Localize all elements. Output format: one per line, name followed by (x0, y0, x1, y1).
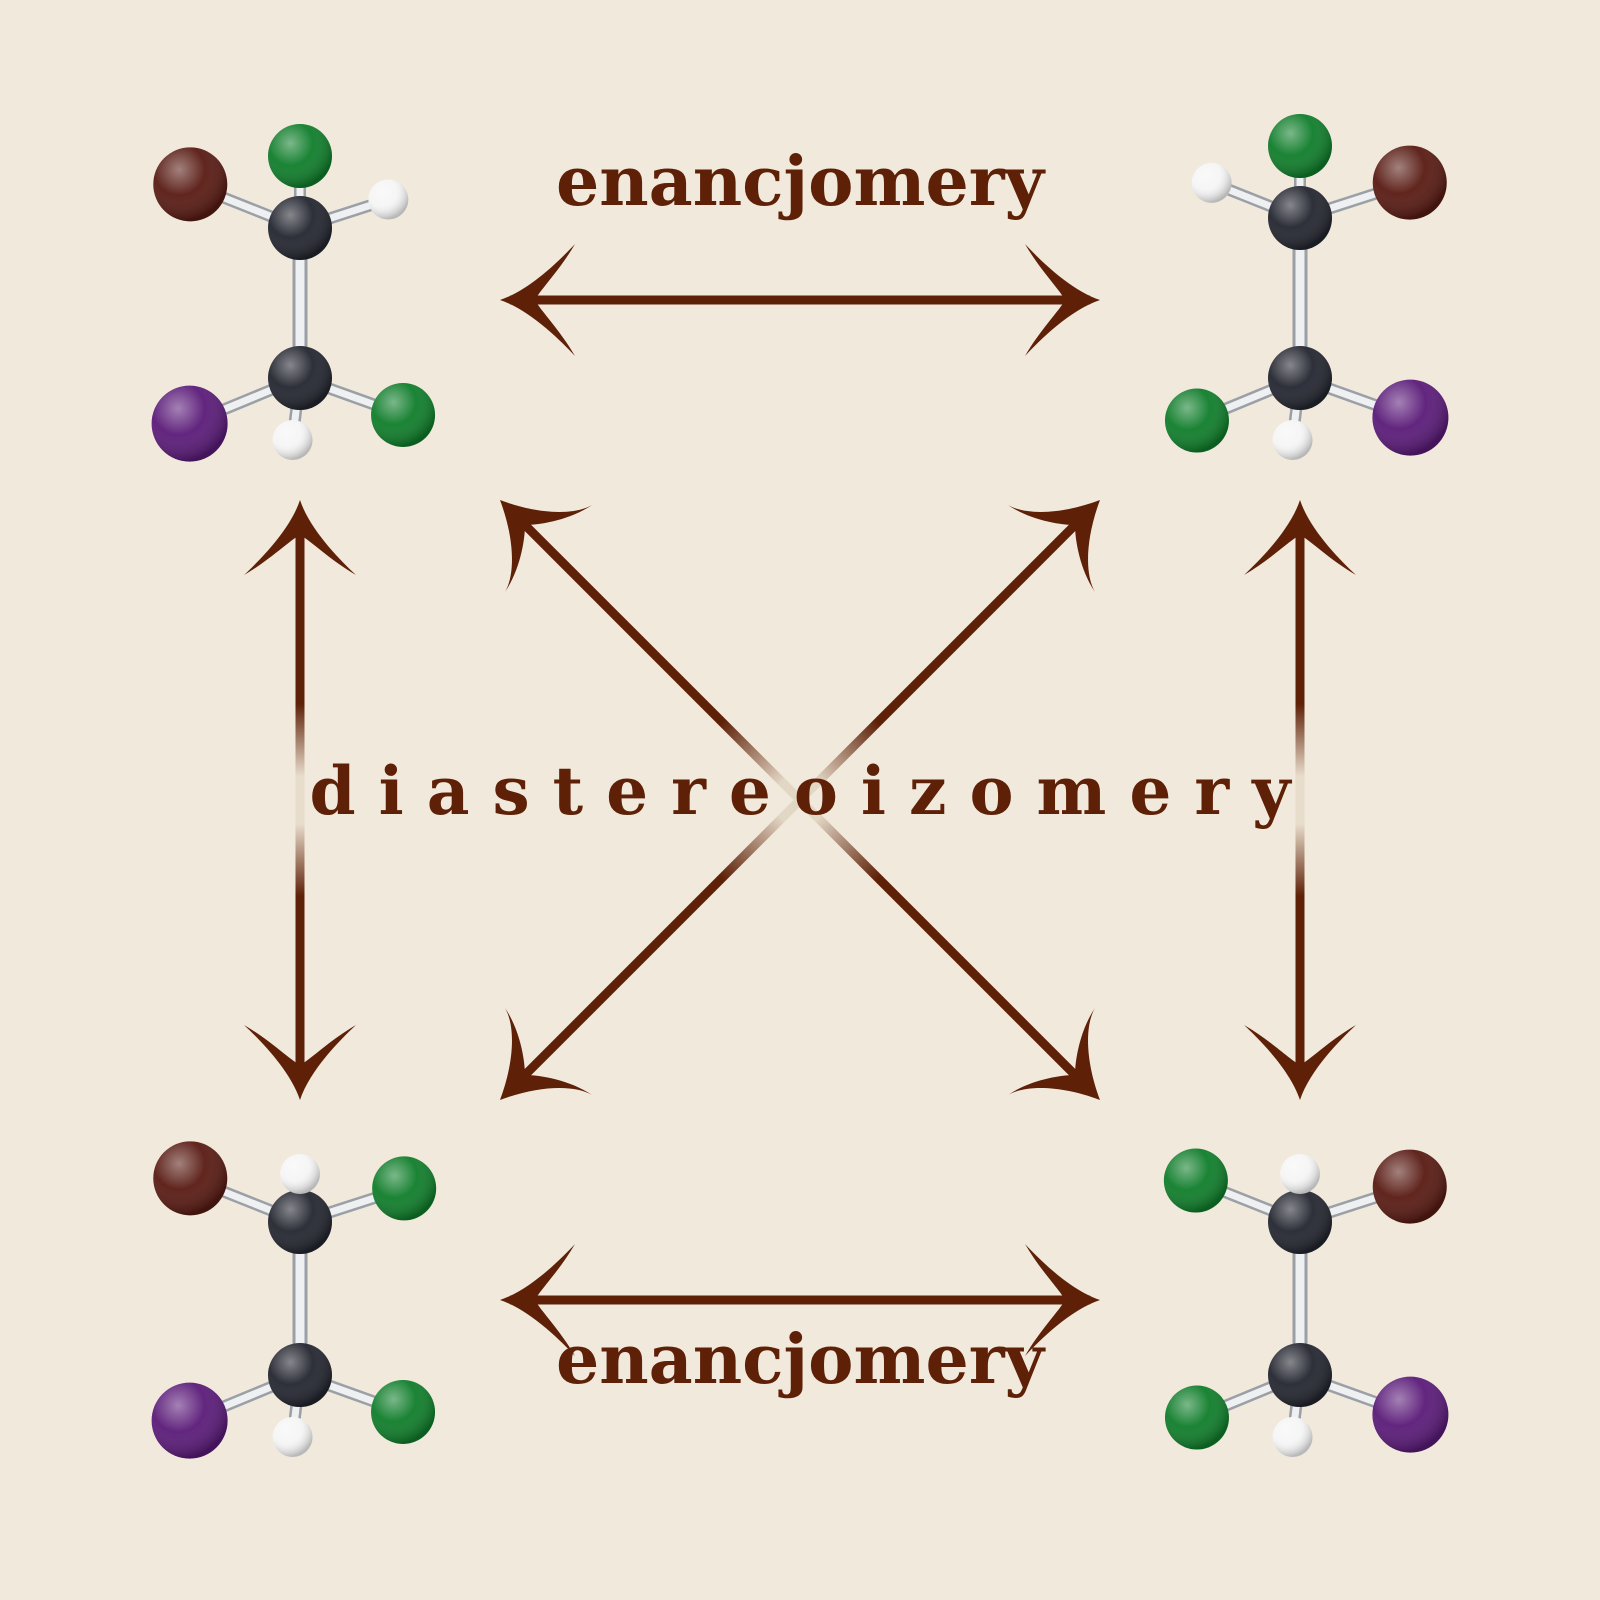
diastereomer-arrow-diagonal-2 (500, 500, 1100, 1100)
enantiomer-arrow-bottom (500, 1244, 1100, 1356)
enantiomers-label-bottom: enancjomery (555, 1320, 1045, 1400)
carbon-atom (1268, 1343, 1332, 1407)
molecule-top-left (151, 124, 436, 462)
carbon-atom (1268, 1190, 1332, 1254)
carbon-atom (268, 346, 332, 410)
chlorine-atom (371, 382, 436, 447)
molecule-top-right (1164, 114, 1449, 460)
bromine-atom (1372, 1149, 1447, 1224)
carbon-atom (268, 1343, 332, 1407)
molecules (151, 114, 1449, 1459)
iodine-atom (1372, 379, 1449, 456)
hydrogen-atom (368, 179, 409, 220)
iodine-atom (151, 1382, 228, 1459)
molecule-bottom-left (151, 1141, 437, 1459)
bromine-atom (1372, 145, 1447, 220)
diastereomer-arrow-left (244, 500, 356, 1100)
hydrogen-atom (272, 420, 313, 460)
carbon-atom (1268, 186, 1332, 250)
iodine-atom (1372, 1376, 1449, 1453)
hydrogen-atom (280, 1154, 320, 1194)
carbon-atom (268, 196, 332, 260)
carbon-atom (1268, 346, 1332, 410)
chlorine-atom (371, 1379, 436, 1444)
chlorine-atom (372, 1156, 437, 1221)
chlorine-atom (268, 124, 332, 188)
enantiomer-arrow-top (500, 244, 1100, 356)
bromine-atom (153, 1141, 228, 1216)
hydrogen-atom (1191, 162, 1232, 203)
enantiomers-label-top: enancjomery (555, 142, 1045, 222)
hydrogen-atom (1280, 1154, 1320, 1194)
diastereomers-label: diastereoizomery (309, 752, 1314, 830)
carbon-atom (268, 1190, 332, 1254)
iodine-atom (151, 385, 228, 462)
chlorine-atom (1164, 388, 1229, 453)
chlorine-atom (1163, 1148, 1228, 1213)
diastereomer-arrow-right (1244, 500, 1356, 1100)
hydrogen-atom (272, 1417, 313, 1457)
bromine-atom (153, 147, 228, 222)
hydrogen-atom (1272, 1417, 1313, 1457)
hydrogen-atom (1272, 420, 1313, 460)
arrows (244, 244, 1356, 1356)
molecule-bottom-right (1163, 1148, 1449, 1457)
chlorine-atom (1268, 114, 1332, 178)
chlorine-atom (1164, 1385, 1229, 1450)
